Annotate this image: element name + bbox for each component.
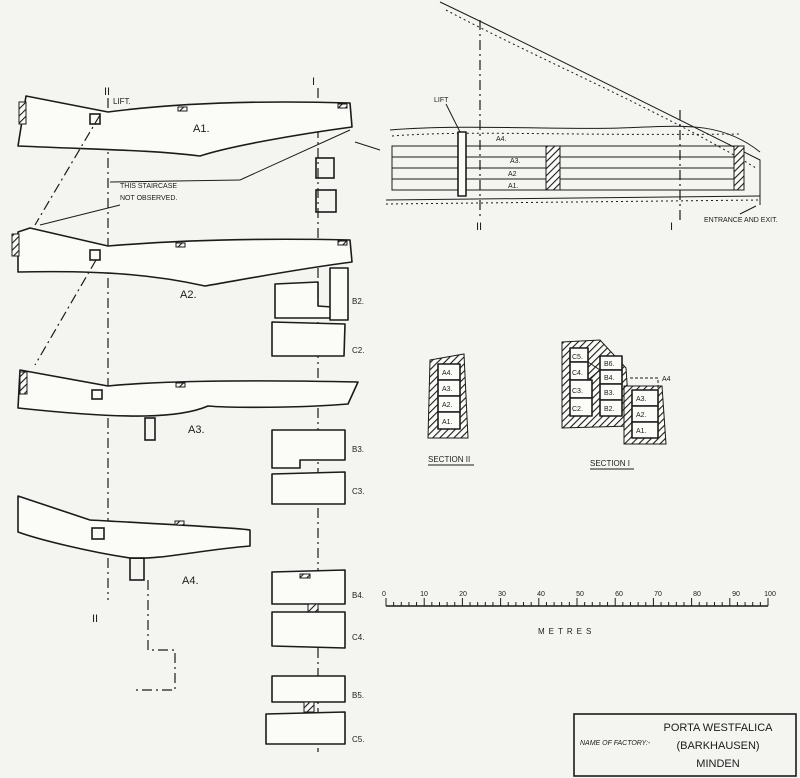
section-I-diagram: C5. C4. C3. C2. B6. B4. B3. B2. A3. A2. … [561, 339, 671, 470]
scale-tick-0: 0 [382, 591, 386, 598]
title-line-1: PORTA WESTFALICA [663, 722, 773, 734]
elevation-axis-II: II [476, 221, 482, 233]
scale-tick-30: 30 [498, 591, 506, 598]
axis-label-bottom-II: II [92, 613, 98, 625]
room-label-B3: B3. [352, 445, 364, 454]
section-I-cell-A1: A1. [636, 428, 647, 435]
gallery-A3 [17, 369, 359, 417]
scale-tick-80: 80 [693, 591, 701, 598]
floor-plan: II I II LIFT. A1. A2. A3. A4. [11, 76, 381, 752]
gallery-A2 [17, 227, 353, 287]
section-II-cell-A1: A1. [442, 419, 453, 426]
scale-tick-50: 50 [576, 591, 584, 598]
portal-A1 [18, 101, 27, 125]
room-label-C2: C2. [352, 346, 364, 355]
section-II-caption: SECTION II [428, 455, 470, 464]
room-label-C5: C5. [352, 735, 364, 744]
lift-label: LIFT. [113, 97, 131, 106]
room-label-B2: B2. [352, 297, 364, 306]
section-I-cell-B6: B6. [604, 361, 615, 368]
elevation-level-A4: A4. [496, 136, 507, 143]
section-I-cell-C2: C2. [572, 406, 583, 413]
title-line-3: MINDEN [696, 758, 739, 770]
section-I-cell-B3: B3. [604, 390, 615, 397]
section-I-cell-C5: C5. [572, 354, 583, 361]
section-I-cell-A3: A3. [636, 396, 647, 403]
elevation-level-A2: A2 [508, 171, 517, 178]
staircase-note-line2: NOT OBSERVED. [120, 195, 177, 202]
title-field-label: NAME OF FACTORY:- [580, 740, 651, 747]
elevation-level-A3: A3. [510, 158, 521, 165]
gallery-A4 [17, 495, 251, 560]
scale-tick-40: 40 [537, 591, 545, 598]
scale-tick-70: 70 [654, 591, 662, 598]
title-line-2: (BARKHAUSEN) [676, 740, 759, 752]
level-label-A2: A2. [180, 289, 197, 301]
section-II-cell-A4: A4. [442, 370, 453, 377]
section-I-caption: SECTION I [590, 459, 630, 468]
elevation-drawing: II I LIFT A4. A3. A2 A1. ENTRANCE AND EX… [385, 1, 778, 233]
scale-tick-90: 90 [732, 591, 740, 598]
room-blocks: B2. C2. B3. C3. B4. C4. B5. C5. [265, 267, 364, 745]
section-II-cell-A2: A2. [442, 402, 453, 409]
gallery-A1 [17, 95, 353, 157]
section-I-cell-C3: C3. [572, 388, 583, 395]
section-I-cell-B4: B4. [604, 375, 615, 382]
title-block: NAME OF FACTORY:- PORTA WESTFALICA (BARK… [573, 713, 797, 777]
elevation-lift-label: LIFT [434, 97, 449, 104]
lift-shaft-A4 [91, 527, 105, 540]
section-I-cell-B2: B2. [604, 406, 615, 413]
elevation-level-A1: A1. [508, 183, 519, 190]
lift-shaft-A1 [89, 113, 101, 125]
elevation-axis-I: I [670, 221, 673, 233]
scale-tick-10: 10 [420, 591, 428, 598]
room-label-B5: B5. [352, 691, 364, 700]
section-II-diagram: A4. A3. A2. A1. SECTION II [427, 353, 474, 466]
scale-bar: 0 10 20 30 40 50 60 70 80 90 100 METRES [382, 591, 776, 636]
axis-label-top-I: I [312, 76, 315, 88]
room-label-C4: C4. [352, 633, 364, 642]
axis-label-top-II: II [104, 86, 110, 98]
scale-tick-60: 60 [615, 591, 623, 598]
level-label-A1: A1. [193, 123, 210, 135]
staircase-note-line1: THIS STAIRCASE [120, 183, 177, 190]
scale-tick-20: 20 [459, 591, 467, 598]
level-label-A3: A3. [188, 424, 205, 436]
room-label-B4: B4. [352, 591, 364, 600]
section-I-cell-A2: A2. [636, 412, 647, 419]
elevation-lift-shaft [457, 131, 467, 197]
section-I-pointer-A4: A4 [662, 376, 671, 383]
scale-unit: METRES [538, 627, 595, 636]
entrance-label: ENTRANCE AND EXIT. [704, 217, 778, 224]
section-II-cell-A3: A3. [442, 386, 453, 393]
room-label-C3: C3. [352, 487, 364, 496]
section-I-cell-C4: C4. [572, 370, 583, 377]
level-label-A4: A4. [182, 575, 199, 587]
scale-tick-100: 100 [764, 591, 776, 598]
